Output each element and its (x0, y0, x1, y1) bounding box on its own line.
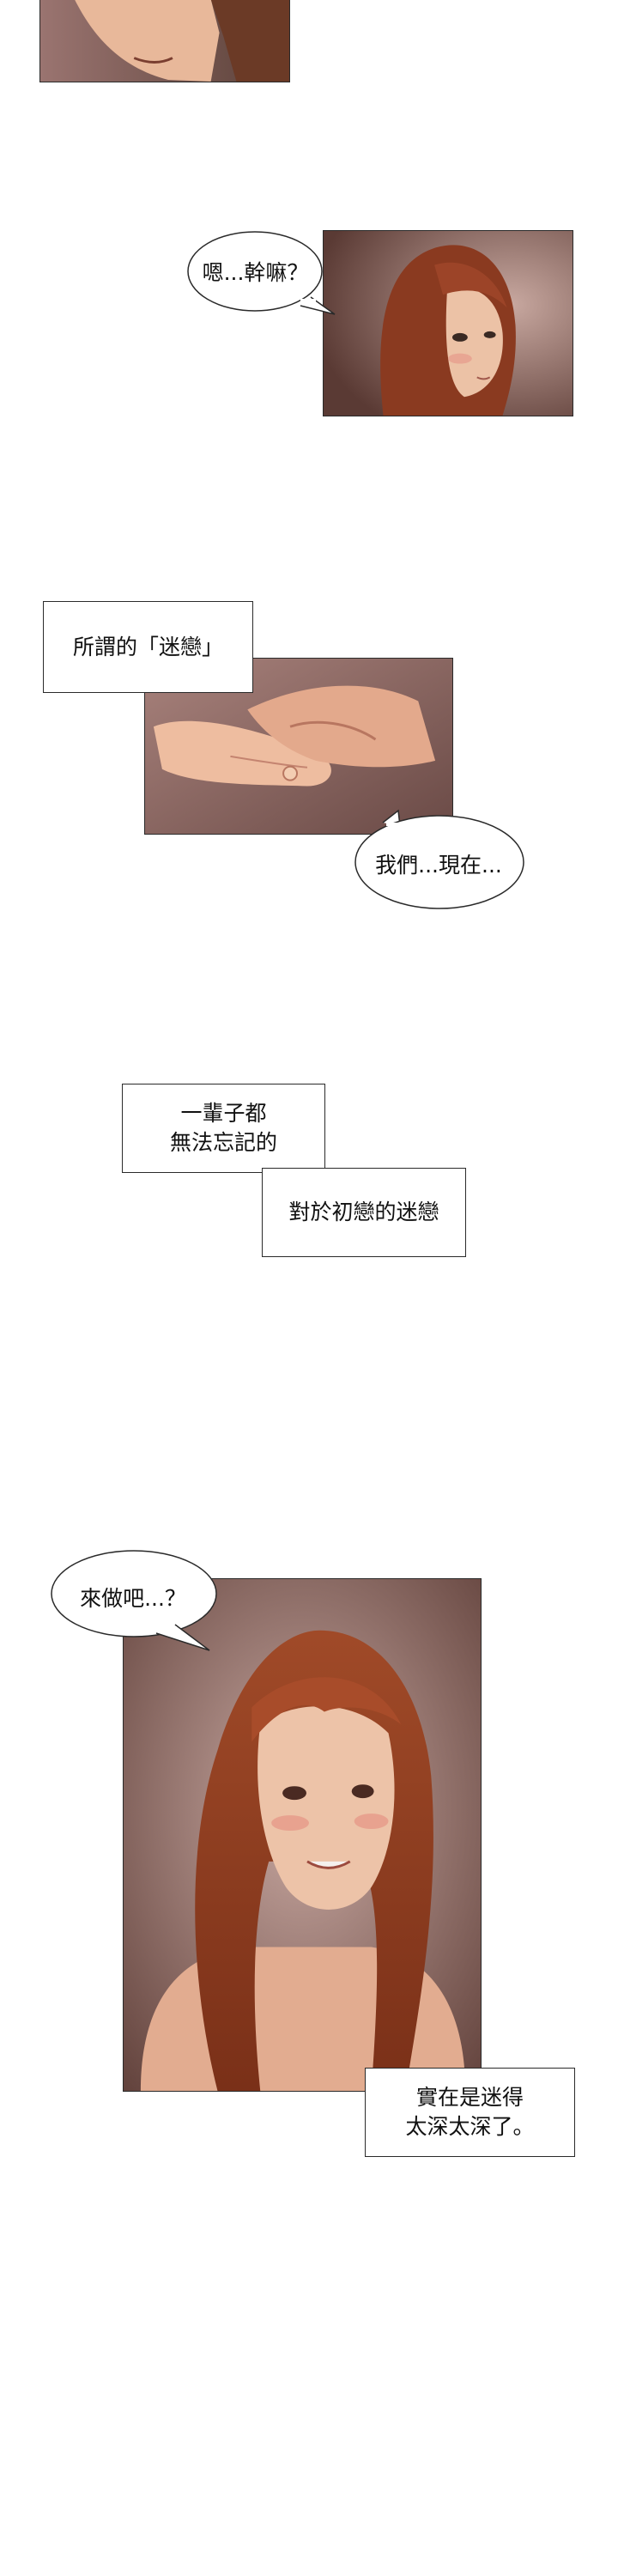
bubble-2-text: 我們...現在... (375, 853, 502, 878)
woman-blushing-panel (323, 230, 573, 416)
caption-3: 對於初戀的迷戀 (262, 1168, 466, 1257)
speech-bubble-1 (187, 231, 336, 315)
woman-blushing-art (324, 231, 573, 416)
cropped-face-art (40, 0, 289, 82)
bubble-3-text: 來做吧...？ (80, 1586, 186, 1611)
bubble-1-text: 嗯...幹嘛？ (202, 260, 309, 285)
caption-1-overlay-text: 所謂的「迷戀」 (72, 634, 223, 659)
holding-hands-art (145, 659, 452, 834)
caption-1-overlay: 所謂的「迷戀」 (43, 601, 253, 693)
cropped-face-panel (39, 0, 290, 82)
woman-smiling-panel (123, 1578, 482, 2092)
speech-bubble-3 (51, 1550, 217, 1651)
caption-2: 一輩子都 無法忘記的 (122, 1084, 325, 1173)
caption-4: 實在是迷得 太深太深了。 (365, 2068, 575, 2157)
woman-smiling-art (124, 1579, 481, 2091)
holding-hands-panel (144, 658, 453, 835)
speech-bubble-2 (354, 809, 524, 909)
